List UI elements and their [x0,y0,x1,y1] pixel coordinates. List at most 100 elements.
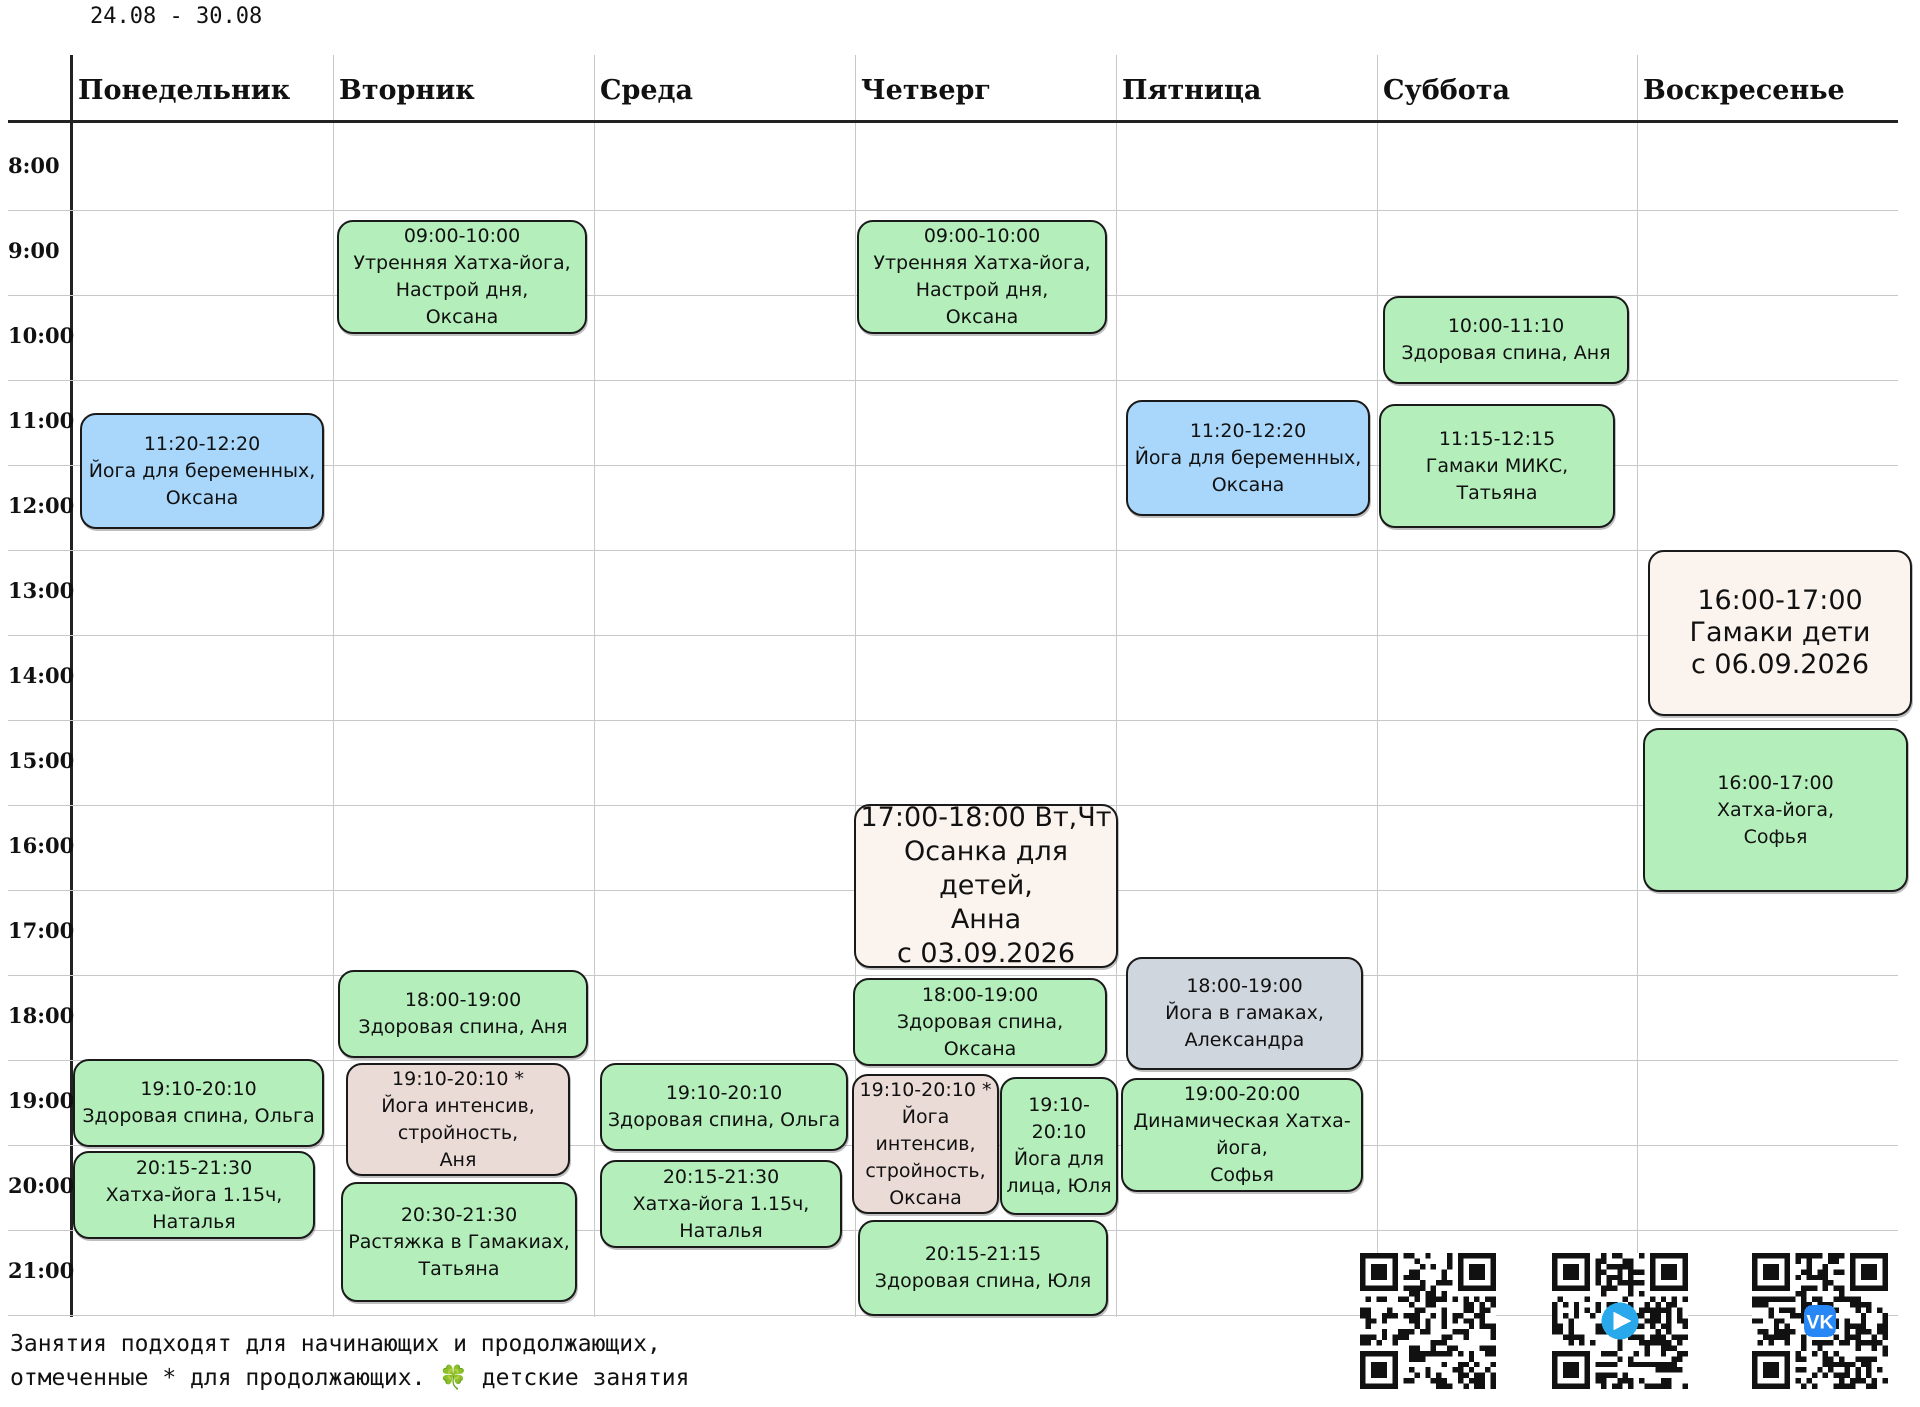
grid-divider [8,210,1898,211]
class-title: йога, [1216,1137,1268,1159]
grid-divider [8,635,1898,636]
day-header-thursday: Четверг [861,75,991,106]
class-time: 11:20-12:20 [1189,419,1307,442]
hour-label: 17:00 [8,918,75,943]
qr-code[interactable] [1360,1253,1496,1389]
class-card[interactable]: 19:00-20:00 Динамическая Хатха- йога, Со… [1121,1078,1363,1192]
class-card[interactable]: 10:00-11:10 Здоровая спина, Аня [1383,296,1629,384]
class-time: 19:10-20:10 * [859,1078,992,1101]
hour-label: 12:00 [8,493,75,518]
clover-icon: 🍀 [439,1365,468,1391]
hour-label: 8:00 [8,153,60,178]
class-instructor: Оксана [943,1037,1017,1060]
class-card[interactable]: 19:10-20:10 Здоровая спина, Ольга [73,1059,324,1147]
day-header-saturday: Суббота [1383,75,1511,106]
class-card[interactable]: 20:15-21:15 Здоровая спина, Юля [858,1220,1108,1316]
qr-code-vk[interactable]: VK [1752,1253,1888,1389]
class-time: 11:20-12:20 [143,432,261,455]
class-card[interactable]: 09:00-10:00 Утренняя Хатха-йога, Настрой… [857,220,1107,334]
day-header-tuesday: Вторник [339,75,475,106]
class-title: Йога [901,1105,950,1128]
class-title: Утренняя Хатха-йога, [873,252,1091,274]
class-instructor: Татьяна [418,1257,500,1280]
hour-label: 21:00 [8,1258,75,1283]
grid-divider [855,55,856,1317]
class-time: 18:00-19:00 [1186,975,1303,997]
class-time: 20:30-21:30 [400,1203,518,1226]
hour-label: 14:00 [8,663,75,688]
class-instructor: Софья [1210,1164,1274,1186]
class-title: Здоровая спина, Юля [874,1270,1092,1292]
class-card[interactable]: 09:00-10:00 Утренняя Хатха-йога, Настрой… [337,220,587,334]
class-card[interactable]: 20:30-21:30 Растяжка в Гамакиах, Татьяна [341,1182,577,1302]
grid-divider [8,720,1898,721]
class-card[interactable]: 20:15-21:30 Хатха-йога 1.15ч, Наталья [600,1160,842,1248]
hour-label: 18:00 [8,1003,75,1028]
vk-icon [1804,1305,1836,1337]
hour-label: 9:00 [8,238,60,263]
footer-advanced-note: отмеченные * для продолжающих. [10,1365,426,1391]
qr-code-telegram[interactable] [1552,1253,1688,1389]
grid-divider [1377,55,1378,1317]
hour-label: 13:00 [8,578,75,603]
class-time: 20:15-21:15 [924,1243,1042,1265]
hour-label: 10:00 [8,323,75,348]
class-instructor: Оксана [165,486,239,509]
grid-divider [8,465,1898,466]
class-title: Здоровая спина, Аня [1401,342,1611,364]
class-instructor: Оксана [889,1186,962,1209]
class-card[interactable]: 11:20-12:20 Йога для беременных, Оксана [1126,400,1370,516]
class-time: 19:10- [1028,1094,1090,1116]
class-card[interactable]: 19:10-20:10 * Йога интенсив, стройность,… [852,1074,999,1214]
class-time: 17:00-18:00 Вт,Чт [860,802,1112,833]
class-instructor: Татьяна [1456,481,1538,504]
class-time: 16:00-17:00 [1697,585,1863,616]
grid-divider [1116,55,1117,1317]
grid-divider [70,55,73,1317]
day-header-monday: Понедельник [78,75,291,106]
telegram-icon [1613,1311,1632,1331]
class-instructor: Софья [1743,825,1808,848]
class-title: Осанка для детей, [904,836,1068,901]
class-card-kids[interactable]: 16:00-17:00 Гамаки дети с 06.09.2026 [1648,550,1912,716]
class-instructor: Аня [439,1148,477,1171]
class-card[interactable]: 20:15-21:30 Хатха-йога 1.15ч, Наталья [73,1151,315,1239]
class-time: 10:00-11:10 [1447,315,1565,337]
week-range: 24.08 - 30.08 [90,4,263,29]
class-title: Здоровая спина, Ольга [607,1109,841,1131]
class-title: Здоровая спина, Аня [358,1016,568,1038]
class-title: Растяжка в Гамакиах, [348,1230,570,1253]
class-instructor: Александра [1184,1029,1305,1051]
footer-note: Занятия подходят для начинающих и продол… [10,1327,690,1395]
class-title: Утренняя Хатха-йога, [353,252,571,274]
class-title: интенсив, [875,1132,976,1155]
class-card[interactable]: 11:20-12:20 Йога для беременных, Оксана [80,413,324,529]
class-card[interactable]: 18:00-19:00 Здоровая спина, Аня [338,970,588,1058]
hour-label: 15:00 [8,748,75,773]
class-time: 09:00-10:00 [923,225,1041,247]
class-card[interactable]: 19:10-20:10 * Йога интенсив, стройность,… [346,1063,570,1176]
class-start-date: с 03.09.2026 [896,938,1076,969]
class-title: Гамаки дети [1689,617,1871,648]
grid-divider [8,975,1898,976]
class-card[interactable]: 18:00-19:00 Здоровая спина, Оксана [853,978,1107,1066]
class-card[interactable]: 18:00-19:00 Йога в гамаках, Александра [1126,957,1363,1070]
class-title: Здоровая спина, Ольга [82,1105,315,1127]
header-divider [8,120,1898,123]
class-instructor: Наталья [679,1219,763,1242]
vk-icon: VK [1806,1312,1833,1334]
grid-divider [333,55,334,1317]
class-card[interactable]: 11:15-12:15 Гамаки МИКС, Татьяна [1379,404,1615,528]
class-instructor: Оксана [945,306,1019,328]
hour-label: 11:00 [8,408,75,433]
class-time: 19:00-20:00 [1183,1083,1301,1105]
footer-line: отмеченные * для продолжающих. 🍀 детские… [10,1361,690,1395]
class-card-kids[interactable]: 17:00-18:00 Вт,Чт Осанка для детей, Анна… [854,802,1118,969]
class-card[interactable]: 19:10- 20:10 Йога для лица, Юля [1000,1077,1118,1215]
class-title: Гамаки МИКС, [1425,454,1569,477]
class-time: 20:15-21:30 [662,1165,780,1188]
class-time: 18:00-19:00 [404,989,522,1011]
footer-line: Занятия подходят для начинающих и продол… [10,1331,661,1357]
class-card[interactable]: 19:10-20:10 Здоровая спина, Ольга [600,1063,848,1151]
class-card[interactable]: 16:00-17:00 Хатха-йога, Софья [1643,728,1908,892]
